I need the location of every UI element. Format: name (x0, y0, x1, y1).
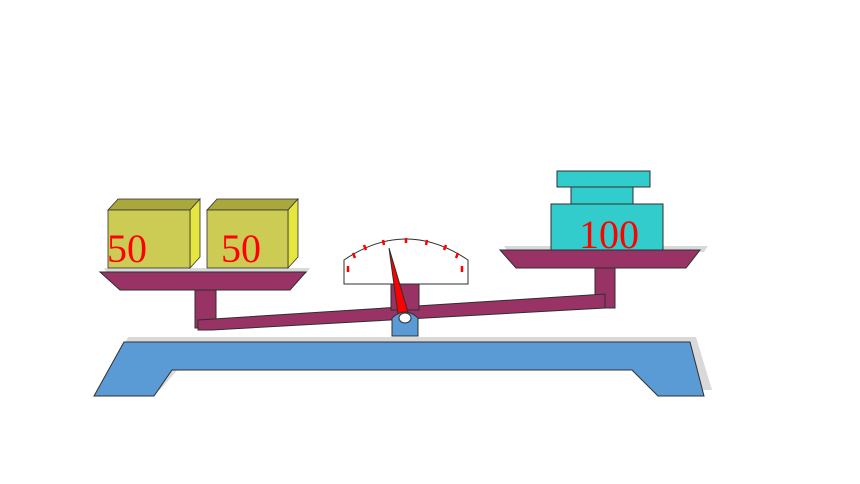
weight-block-100: 100 (550, 170, 664, 257)
dial-tick (381, 239, 386, 246)
cube-front (107, 209, 191, 269)
dial-ticks (346, 238, 464, 272)
dial-gauge (343, 238, 469, 337)
weight-cube-1: 50 (107, 197, 201, 271)
weight-block-base (550, 203, 664, 251)
dial-tick (454, 252, 460, 259)
weight-label-right: 100 (579, 212, 639, 257)
dial-tick (351, 252, 357, 259)
weight-block-neck (570, 185, 634, 205)
left-pan (98, 271, 308, 291)
pivot-hole (398, 312, 412, 324)
cube-top (206, 198, 299, 211)
dial-tick (362, 244, 368, 251)
weight-cube-2: 50 (206, 197, 299, 271)
left-pan-assembly (98, 268, 310, 329)
weight-label-left-1: 50 (107, 226, 147, 271)
cube-side (287, 197, 299, 270)
dial-face (343, 238, 469, 285)
cube-top (107, 198, 201, 211)
base-platform (93, 341, 705, 397)
cube-front (206, 209, 289, 269)
cube-side (189, 197, 201, 270)
scale-base (93, 337, 712, 397)
weight-block-handle (556, 170, 651, 188)
weight-label-left-2: 50 (221, 226, 261, 271)
dial-tick (424, 239, 429, 246)
dial-tick (442, 244, 448, 251)
